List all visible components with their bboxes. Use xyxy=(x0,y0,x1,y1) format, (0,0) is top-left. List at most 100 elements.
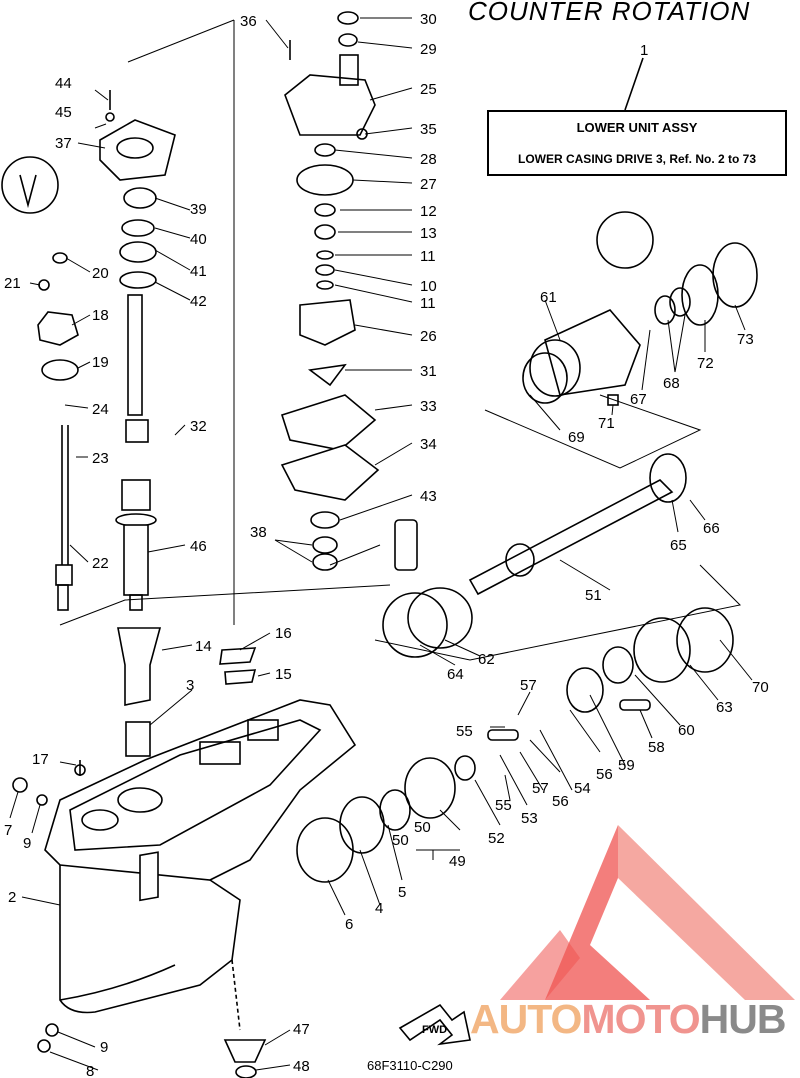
callout-numbers: 30 29 25 35 28 27 12 13 11 10 11 26 31 3… xyxy=(4,11,769,1078)
callout-66: 66 xyxy=(703,520,720,537)
info-leader-line xyxy=(624,57,644,111)
callout-57a: 57 xyxy=(520,677,537,694)
callout-59: 59 xyxy=(618,757,635,774)
callout-26: 26 xyxy=(420,328,437,345)
fwd-arrow-icon xyxy=(398,1003,471,1046)
lower-casing-part xyxy=(44,699,357,1031)
callout-32: 32 xyxy=(190,418,207,435)
callout-6: 6 xyxy=(345,916,353,933)
callout-44: 44 xyxy=(55,75,72,92)
callout-58: 58 xyxy=(648,739,665,756)
callout-8: 8 xyxy=(86,1063,94,1078)
callout-45: 45 xyxy=(55,104,72,121)
callout-35: 35 xyxy=(420,121,437,138)
water-pump-part xyxy=(280,11,418,571)
callout-65: 65 xyxy=(670,537,687,554)
callout-5: 5 xyxy=(398,884,406,901)
callout-54: 54 xyxy=(574,780,591,797)
callout-15: 15 xyxy=(275,666,292,683)
callout-51: 51 xyxy=(585,587,602,604)
callout-4: 4 xyxy=(375,900,383,917)
callout-62: 62 xyxy=(478,651,495,668)
callout-43: 43 xyxy=(420,488,437,505)
callout-11a: 11 xyxy=(420,248,436,265)
sleeve-part xyxy=(117,627,257,757)
callout-55b: 55 xyxy=(495,797,512,814)
callout-56a: 56 xyxy=(596,766,613,783)
callout-42: 42 xyxy=(190,293,207,310)
watermark-logo-icon xyxy=(500,825,795,1000)
callout-2: 2 xyxy=(8,889,16,906)
leader-lines xyxy=(9,17,753,1071)
callout-52: 52 xyxy=(488,830,505,847)
callout-39: 39 xyxy=(190,201,207,218)
callout-22: 22 xyxy=(92,555,109,572)
callout-18: 18 xyxy=(92,307,109,324)
callout-11b: 11 xyxy=(420,295,436,312)
callout-60: 60 xyxy=(678,722,695,739)
callout-24: 24 xyxy=(92,401,109,418)
callout-72: 72 xyxy=(697,355,714,372)
callout-29: 29 xyxy=(420,41,437,58)
callout-57b: 57 xyxy=(532,780,549,797)
callout-13: 13 xyxy=(420,225,437,242)
callout-19: 19 xyxy=(92,354,109,371)
bearing-housing-part xyxy=(522,211,758,406)
callout-55a: 55 xyxy=(456,723,473,740)
callout-20: 20 xyxy=(92,265,109,282)
watermark-part1: AUTO xyxy=(470,996,582,1042)
callout-41: 41 xyxy=(190,263,207,280)
callout-48: 48 xyxy=(293,1058,310,1075)
callout-25: 25 xyxy=(420,81,437,98)
callout-30: 30 xyxy=(420,11,437,28)
assembly-name: LOWER UNIT ASSY xyxy=(576,120,698,135)
callout-37: 37 xyxy=(55,135,72,152)
drive-shaft-part xyxy=(115,294,157,611)
callout-1: 1 xyxy=(640,42,648,59)
callout-50a: 50 xyxy=(414,819,431,836)
callout-47: 47 xyxy=(293,1021,310,1038)
callout-63: 63 xyxy=(716,699,733,716)
callout-50b: 50 xyxy=(392,832,409,849)
forward-gear-part xyxy=(566,607,734,713)
callout-49: 49 xyxy=(449,853,466,870)
callout-73: 73 xyxy=(737,331,754,348)
oil-seal-housing-part xyxy=(99,119,176,289)
callout-14: 14 xyxy=(195,638,212,655)
fwd-label: FWD xyxy=(422,1024,447,1036)
callout-31: 31 xyxy=(420,363,437,380)
callout-28: 28 xyxy=(420,151,437,168)
callout-53: 53 xyxy=(521,810,538,827)
shift-cam-part xyxy=(1,156,79,381)
page-title: COUNTER ROTATION xyxy=(468,0,751,26)
callout-9b: 9 xyxy=(100,1039,108,1056)
callout-67: 67 xyxy=(630,391,647,408)
callout-17: 17 xyxy=(32,751,49,768)
callout-21: 21 xyxy=(4,275,21,292)
callout-7: 7 xyxy=(4,822,12,839)
callout-12: 12 xyxy=(420,203,437,220)
assembly-info-box: LOWER UNIT ASSY LOWER CASING DRIVE 3, Re… xyxy=(487,110,787,176)
diagram-code: 68F3110-C290 xyxy=(367,1058,453,1073)
propeller-shaft-part xyxy=(382,453,687,658)
callout-34: 34 xyxy=(420,436,437,453)
reverse-gear-part xyxy=(296,729,519,883)
callout-38: 38 xyxy=(250,524,267,541)
callout-36: 36 xyxy=(240,13,257,30)
callout-64: 64 xyxy=(447,666,464,683)
shift-rod-part xyxy=(55,425,73,611)
callout-10: 10 xyxy=(420,278,437,295)
callout-61: 61 xyxy=(540,289,557,306)
bolts xyxy=(12,40,368,1053)
pinion-gear-part xyxy=(223,1039,267,1078)
callout-3: 3 xyxy=(186,677,194,694)
callout-68: 68 xyxy=(663,375,680,392)
callout-23: 23 xyxy=(92,450,109,467)
watermark: AUTOMOTOHUB xyxy=(470,996,786,1043)
callout-33: 33 xyxy=(420,398,437,415)
callout-69: 69 xyxy=(568,429,585,446)
callout-46: 46 xyxy=(190,538,207,555)
callout-70: 70 xyxy=(752,679,769,696)
